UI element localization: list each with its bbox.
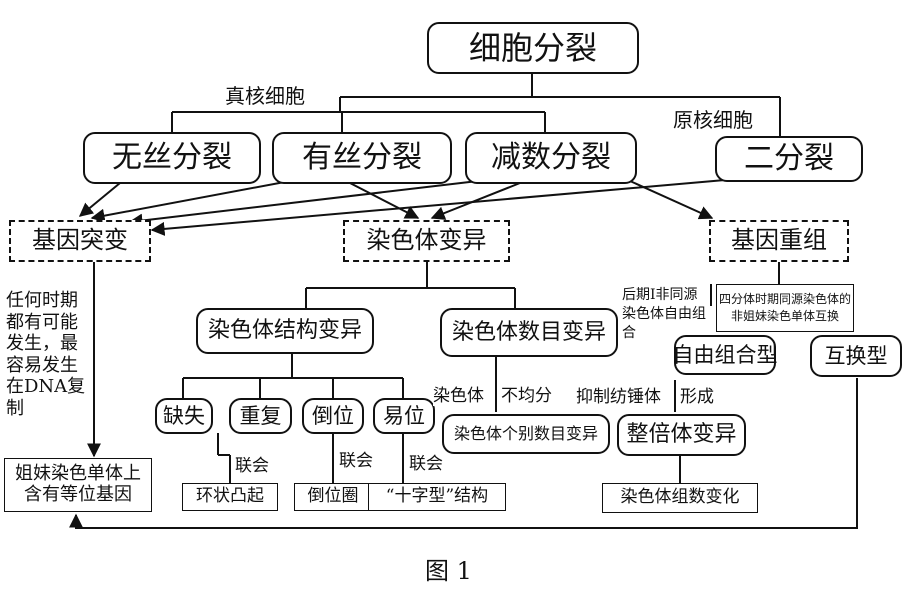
arrow-binary-mutation	[150, 179, 726, 236]
arrow-amitosis-mutation	[78, 182, 121, 217]
mutation-result-node: 姐妹染色单体上含有等位基因	[4, 458, 152, 512]
figure-caption: 图 1	[425, 557, 472, 585]
form-label: 形成	[680, 387, 714, 408]
inversion-loop-node: 倒位圈	[294, 483, 372, 511]
mitosis-node: 有丝分裂	[272, 132, 452, 184]
translocation-node: 易位	[373, 398, 435, 434]
free-combination-node: 自由组合型	[673, 335, 778, 375]
euploid-node: 整倍体变异	[617, 414, 746, 456]
gene-mutation-node: 基因突变	[9, 220, 151, 262]
inhibit-spindle-label: 抑制纺锤体	[576, 387, 661, 408]
mutation-note: 任何时期都有可能发生，最容易发生在DNA复制	[6, 290, 86, 419]
binary-fission-node: 二分裂	[715, 136, 863, 182]
structural-variation-node: 染色体结构变异	[196, 308, 374, 354]
root-node: 细胞分裂	[427, 22, 639, 74]
arrow-crossover-to-result	[69, 378, 858, 529]
chromosome-label: 染色体	[433, 386, 484, 407]
eukaryote-label: 真核细胞	[225, 84, 305, 108]
cross-structure-node: “十字型”结构	[368, 483, 506, 511]
deletion-node: 缺失	[155, 398, 213, 434]
uneven-label: 不均分	[501, 386, 552, 407]
arrow-meiosis-recombination	[629, 180, 714, 220]
chromosome-variation-node: 染色体变异	[343, 220, 510, 262]
amitosis-node: 无丝分裂	[83, 132, 261, 184]
crossover-note: 四分体时期同源染色体的非姐妹染色单体互换	[716, 284, 854, 332]
aneuploid-node: 染色体个别数目变异	[442, 414, 610, 454]
duplication-node: 重复	[229, 398, 292, 434]
arrow-meiosis-mutation	[128, 180, 479, 228]
arrow-mitosis-mutation	[90, 180, 291, 223]
arrow-mitosis-chromosome	[349, 182, 420, 219]
synapsis-label-1: 联会	[235, 456, 269, 476]
prokaryote-label: 原核细胞	[673, 108, 753, 132]
genome-change-node: 染色体组数变化	[602, 483, 758, 513]
ring-bulge-node: 环状凸起	[182, 483, 278, 511]
synapsis-label-3: 联会	[409, 454, 443, 474]
crossover-node: 互换型	[810, 335, 902, 377]
free-combination-note: 后期Ⅰ非同源染色体自由组合	[622, 287, 706, 341]
gene-recombination-node: 基因重组	[709, 220, 849, 262]
synapsis-label-2: 联会	[339, 451, 373, 471]
meiosis-node: 减数分裂	[465, 132, 637, 184]
numerical-variation-node: 染色体数目变异	[440, 308, 618, 357]
inversion-node: 倒位	[302, 398, 364, 434]
arrow-meiosis-chromosome	[430, 182, 521, 220]
